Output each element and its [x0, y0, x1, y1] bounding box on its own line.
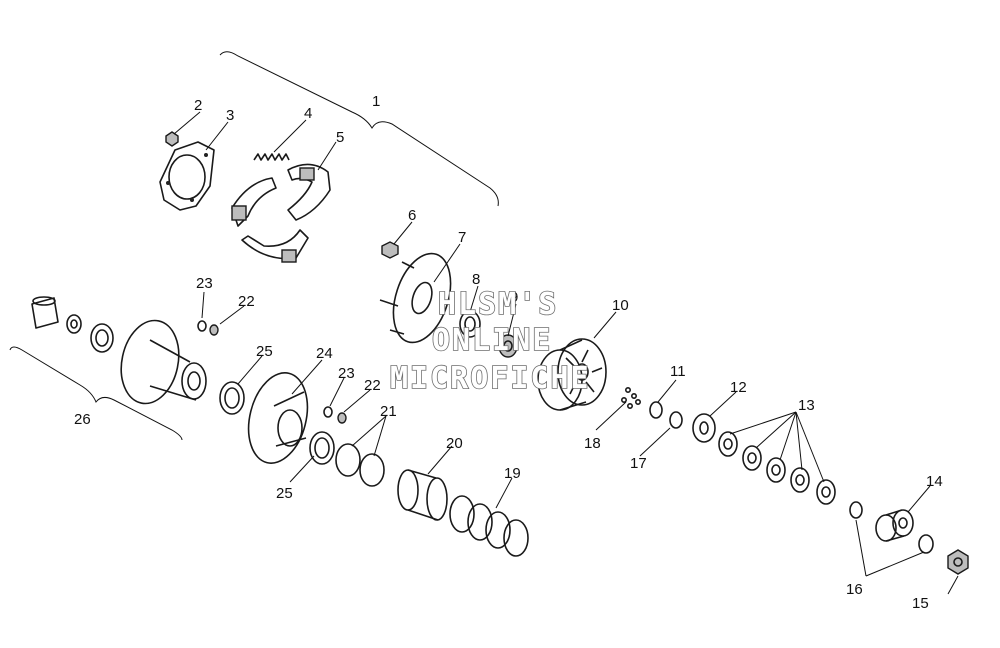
part-13-washers [718, 431, 836, 505]
callout-labels: 1 2 3 4 5 6 7 8 9 10 11 12 13 14 15 16 1… [74, 93, 943, 612]
callout-19: 19 [504, 465, 521, 482]
part-11-ring [649, 401, 663, 419]
callout-21: 21 [380, 403, 397, 420]
part-3-plate [159, 141, 215, 211]
callout-23-upper: 23 [196, 275, 213, 292]
part-19-spring [449, 495, 529, 557]
callout-26: 26 [74, 411, 91, 428]
part-9-nut [498, 334, 518, 358]
callout-15: 15 [912, 595, 929, 612]
callout-24: 24 [316, 345, 333, 362]
callout-6: 6 [408, 207, 416, 224]
part-24-movable-sheave [247, 372, 309, 464]
callout-1: 1 [372, 93, 380, 110]
callout-11: 11 [670, 363, 686, 380]
callout-9: 9 [510, 289, 518, 306]
part-20-sleeve [397, 469, 448, 521]
part-2-nut [165, 131, 179, 147]
callout-23-lower: 23 [338, 365, 355, 382]
callout-25-lower: 25 [276, 485, 293, 502]
callout-17: 17 [630, 455, 647, 472]
part-23-screw [197, 320, 333, 418]
part-21-o-rings [335, 443, 385, 487]
watermark: HLSM'S ONLINE MICROFICHE [389, 286, 591, 397]
callout-3: 3 [226, 107, 234, 124]
part-15-hex-nut [947, 549, 969, 575]
part-17-ring [669, 411, 683, 429]
callout-22-upper: 22 [238, 293, 255, 310]
bracket-group-26 [9, 346, 183, 441]
bracket-group-1 [219, 51, 499, 207]
callout-7: 7 [458, 229, 466, 246]
part-16-rings [849, 501, 934, 554]
watermark-line-2: ONLINE [432, 323, 552, 358]
part-7-hub-plate [379, 252, 452, 344]
part-22-screw [209, 324, 347, 424]
callout-8: 8 [472, 271, 480, 288]
part-4-spring [253, 153, 290, 161]
part-26-assembly [31, 296, 207, 405]
part-25-bearing [219, 381, 335, 465]
watermark-line-1: HLSM'S [438, 287, 558, 322]
callout-16: 16 [846, 581, 863, 598]
watermark-line-3: MICROFICHE [390, 361, 591, 396]
callout-5: 5 [336, 129, 344, 146]
part-6-bolt [381, 241, 399, 259]
part-14-spacer [875, 509, 914, 542]
part-5-clutch-shoes [231, 163, 331, 263]
part-12-washer [692, 413, 716, 443]
part-10-clutch-drum [537, 338, 607, 411]
callout-12: 12 [730, 379, 747, 396]
callout-20: 20 [446, 435, 463, 452]
part-18-balls [620, 386, 641, 409]
callout-4: 4 [304, 105, 312, 122]
callout-22-lower: 22 [364, 377, 381, 394]
callout-2: 2 [194, 97, 202, 114]
callout-18: 18 [584, 435, 601, 452]
callout-10: 10 [612, 297, 629, 314]
leader-lines [173, 111, 959, 595]
callout-14: 14 [926, 473, 943, 490]
callout-25-upper: 25 [256, 343, 273, 360]
callout-13: 13 [798, 397, 815, 414]
